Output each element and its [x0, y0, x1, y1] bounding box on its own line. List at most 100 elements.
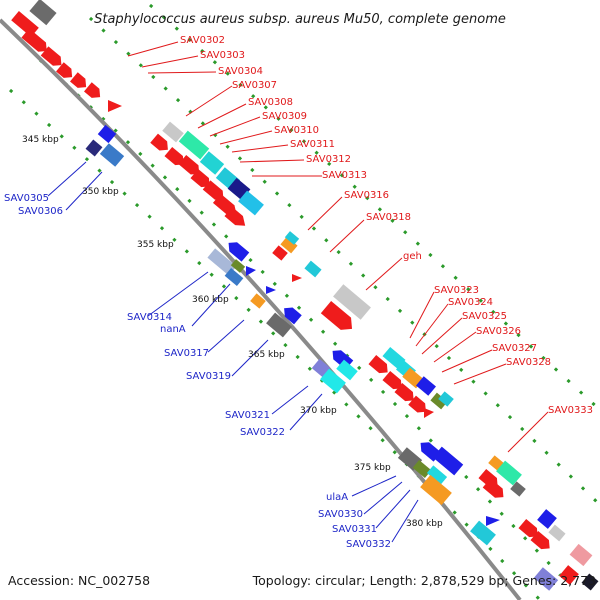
gene-label[interactable]: SAV0321: [225, 410, 270, 421]
gene-block[interactable]: [496, 460, 522, 486]
gene-label[interactable]: SAV0305: [4, 193, 49, 204]
gene-block[interactable]: [238, 190, 264, 216]
gene-block[interactable]: [11, 11, 39, 37]
gene-arrow[interactable]: [108, 100, 122, 112]
gene-arrow[interactable]: [164, 146, 187, 169]
gene-arrow[interactable]: [368, 354, 391, 377]
gene-label[interactable]: SAV0322: [240, 427, 285, 438]
gene-label[interactable]: SAV0331: [332, 524, 377, 535]
gene-arrow[interactable]: [40, 46, 66, 69]
guide-track-outer-1: [88, 16, 600, 507]
gene-block[interactable]: [537, 509, 557, 529]
gene-block[interactable]: [99, 143, 125, 167]
gene-arrow[interactable]: [21, 28, 50, 55]
gene-label[interactable]: SAV0302: [180, 35, 225, 46]
gene-label[interactable]: SAV0316: [344, 190, 389, 201]
gene-arrow[interactable]: [224, 206, 249, 230]
gene-block[interactable]: [470, 520, 496, 546]
gene-block[interactable]: [230, 259, 246, 273]
gene-label[interactable]: SAV0317: [164, 348, 209, 359]
gene-label[interactable]: SAV0309: [262, 111, 307, 122]
gene-arrow[interactable]: [482, 478, 508, 501]
gene-block[interactable]: [426, 465, 448, 485]
gene-arrow[interactable]: [486, 516, 500, 526]
gene-arrow[interactable]: [70, 72, 90, 91]
gene-arrow[interactable]: [382, 370, 405, 393]
gene-block[interactable]: [412, 460, 432, 478]
gene-block[interactable]: [250, 293, 266, 309]
gene-block[interactable]: [199, 151, 225, 175]
gene-arrow[interactable]: [84, 82, 104, 101]
gene-block[interactable]: [224, 268, 244, 286]
gene-label[interactable]: SAV0318: [366, 212, 411, 223]
gene-label[interactable]: SAV0310: [274, 125, 319, 136]
gene-block[interactable]: [510, 481, 526, 497]
gene-arrow[interactable]: [246, 266, 256, 276]
gene-block[interactable]: [336, 359, 358, 381]
gene-label[interactable]: nanA: [160, 324, 186, 335]
gene-arrow[interactable]: [518, 518, 541, 541]
gene-block[interactable]: [420, 474, 452, 506]
gene-label[interactable]: SAV0327: [492, 343, 537, 354]
gene-block[interactable]: [416, 376, 436, 396]
gene-arrow[interactable]: [178, 154, 203, 178]
gene-block[interactable]: [178, 130, 210, 160]
gene-block[interactable]: [304, 260, 322, 278]
gene-arrow[interactable]: [424, 408, 434, 418]
gene-arrow[interactable]: [408, 395, 430, 417]
gene-label[interactable]: SAV0306: [18, 206, 63, 217]
gene-block[interactable]: [430, 392, 448, 410]
gene-block[interactable]: [272, 245, 288, 261]
gene-block[interactable]: [559, 565, 579, 585]
gene-arrow[interactable]: [292, 274, 302, 282]
gene-block[interactable]: [162, 121, 184, 143]
gene-label[interactable]: SAV0325: [462, 311, 507, 322]
gene-label[interactable]: ulaA: [326, 492, 348, 503]
gene-arrow[interactable]: [280, 304, 302, 325]
gene-label[interactable]: SAV0332: [346, 539, 391, 550]
gene-label[interactable]: geh: [403, 251, 422, 262]
gene-label[interactable]: SAV0312: [306, 154, 351, 165]
gene-block[interactable]: [333, 284, 371, 320]
gene-block[interactable]: [438, 391, 454, 407]
gene-block[interactable]: [533, 567, 559, 591]
gene-block[interactable]: [382, 346, 406, 370]
gene-block[interactable]: [432, 446, 464, 476]
gene-arrow[interactable]: [394, 382, 417, 405]
gene-label[interactable]: SAV0304: [218, 66, 263, 77]
gene-label[interactable]: SAV0324: [448, 297, 493, 308]
gene-label[interactable]: SAV0308: [248, 97, 293, 108]
gene-block[interactable]: [581, 573, 599, 591]
gene-label[interactable]: SAV0307: [232, 80, 277, 91]
gene-label[interactable]: SAV0330: [318, 509, 363, 520]
gene-label[interactable]: SAV0323: [434, 285, 479, 296]
gene-label[interactable]: SAV0314: [127, 312, 172, 323]
gene-arrow[interactable]: [150, 133, 172, 155]
gene-block[interactable]: [569, 543, 593, 567]
gene-block[interactable]: [266, 312, 292, 338]
gene-arrow[interactable]: [56, 62, 76, 81]
gene-arrow[interactable]: [266, 286, 276, 294]
gene-label[interactable]: SAV0311: [290, 139, 335, 150]
gene-block[interactable]: [29, 0, 57, 26]
gene-arrow[interactable]: [202, 180, 228, 203]
gene-block[interactable]: [97, 124, 117, 144]
gene-block[interactable]: [280, 236, 298, 254]
gene-arrow[interactable]: [530, 530, 553, 553]
gene-block[interactable]: [284, 231, 300, 245]
gene-label[interactable]: SAV0303: [200, 50, 245, 61]
gene-block[interactable]: [320, 368, 346, 394]
gene-arrow[interactable]: [190, 168, 213, 191]
gene-arrow[interactable]: [320, 300, 357, 335]
gene-label[interactable]: SAV0319: [186, 371, 231, 382]
gene-block[interactable]: [207, 248, 237, 276]
gene-label[interactable]: SAV0333: [548, 405, 593, 416]
gene-block[interactable]: [85, 139, 103, 157]
gene-block[interactable]: [311, 358, 331, 378]
gene-label[interactable]: SAV0328: [506, 357, 551, 368]
gene-label[interactable]: SAV0313: [322, 170, 367, 181]
forward-strand-genes: [11, 0, 599, 591]
gene-label[interactable]: SAV0326: [476, 326, 521, 337]
gene-arrow[interactable]: [225, 238, 250, 262]
gene-block[interactable]: [548, 524, 566, 542]
